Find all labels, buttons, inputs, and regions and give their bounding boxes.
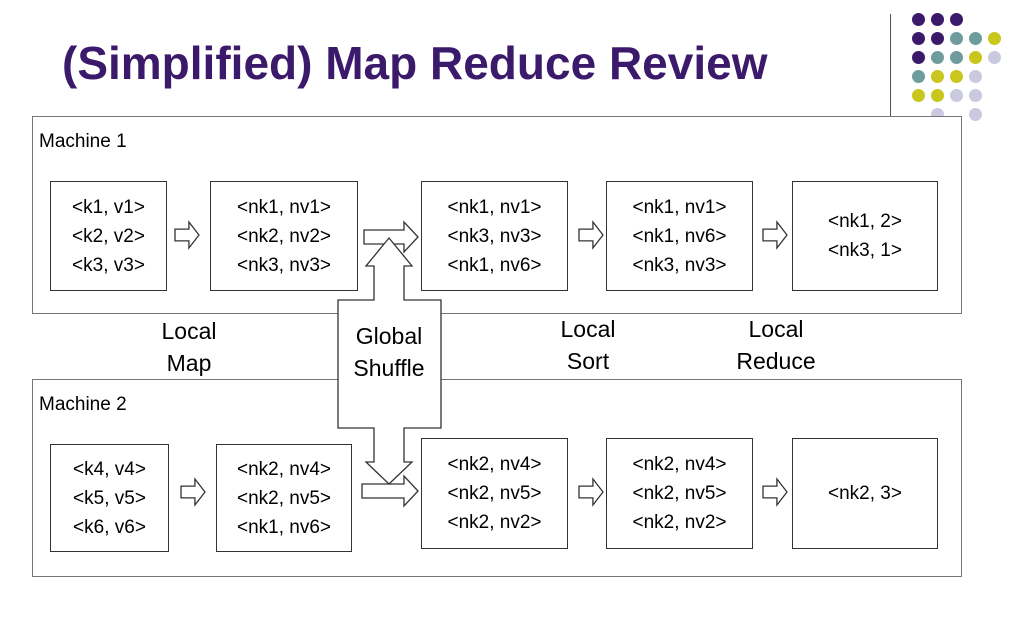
dot-teal: [912, 70, 925, 83]
kv-pair: <nk2, nv5>: [236, 487, 332, 509]
arrow-right-icon: [762, 220, 788, 250]
dot-teal: [950, 32, 963, 45]
global-shuffle-arrow-icon: [337, 236, 442, 485]
kv-pair: <nk3, nv3>: [447, 225, 542, 247]
machine-2-stage-2-box: <nk2, nv4> <nk2, nv5> <nk1, nv6>: [216, 444, 352, 552]
kv-pair: <nk1, nv6>: [236, 516, 332, 538]
kv-pair: <nk2, nv2>: [236, 225, 332, 247]
kv-pair: <nk1, nv6>: [447, 254, 542, 276]
dot-yellow: [969, 51, 982, 64]
label-line: Map: [166, 350, 212, 376]
kv-pair: <nk2, nv5>: [632, 483, 727, 504]
shuffle-arrow-machine-1-icon: [363, 220, 419, 254]
kv-pair: <nk3, nv3>: [236, 254, 332, 276]
dot-yellow: [912, 89, 925, 102]
arrow-right-icon: [762, 477, 788, 507]
machine-2-stage-4-box: <nk2, nv4> <nk2, nv5> <nk2, nv2>: [606, 438, 753, 549]
machine-1-stage-1-box: <k1, v1> <k2, v2> <k3, v3>: [50, 181, 167, 291]
kv-pair: <nk2, nv2>: [632, 512, 727, 533]
label-line: Reduce: [736, 348, 816, 374]
kv-pair: <nk1, 2>: [828, 211, 902, 232]
dot-yellow: [931, 89, 944, 102]
label-line: Sort: [566, 348, 610, 374]
dot-lavender: [969, 89, 982, 102]
machine-2-stage-3-box: <nk2, nv4> <nk2, nv5> <nk2, nv2>: [421, 438, 568, 549]
label-line: Local: [748, 316, 804, 342]
dot-yellow: [950, 70, 963, 83]
kv-pair: <k3, v3>: [72, 254, 145, 276]
dot-lavender: [988, 51, 1001, 64]
kv-pair: <nk2, nv5>: [447, 483, 542, 504]
machine-1-stage-5-box: <nk1, 2> <nk3, 1>: [792, 181, 938, 291]
kv-pair: <k5, v5>: [73, 487, 146, 509]
machine-1-stage-4-box: <nk1, nv1> <nk1, nv6> <nk3, nv3>: [606, 181, 753, 291]
dot-purple: [912, 32, 925, 45]
label-line: Local: [161, 318, 217, 344]
machine-1-stage-3-box: <nk1, nv1> <nk3, nv3> <nk1, nv6>: [421, 181, 568, 291]
kv-pair: <nk2, nv2>: [447, 512, 542, 533]
dot-teal: [950, 51, 963, 64]
dot-yellow: [988, 32, 1001, 45]
label-line: Global: [355, 323, 423, 349]
kv-pair: <nk3, nv3>: [632, 254, 727, 276]
dot-lavender: [969, 70, 982, 83]
dot-purple: [931, 32, 944, 45]
kv-pair: <nk2, nv4>: [632, 454, 727, 475]
machine-2-label: Machine 2: [39, 394, 127, 415]
dot-teal: [969, 32, 982, 45]
kv-pair: <nk2, 3>: [828, 483, 902, 504]
dot-purple: [950, 13, 963, 26]
arrow-right-icon: [180, 477, 206, 507]
dot-lavender: [950, 89, 963, 102]
kv-pair: <k1, v1>: [72, 196, 145, 218]
dot-purple: [931, 13, 944, 26]
dot-purple: [912, 13, 925, 26]
kv-pair: <nk1, nv6>: [632, 225, 727, 247]
dot-teal: [931, 51, 944, 64]
dot-purple: [912, 51, 925, 64]
kv-pair: <nk1, nv1>: [236, 196, 332, 218]
divider-line: [890, 14, 891, 156]
machine-2-stage-5-box: <nk2, 3>: [792, 438, 938, 549]
label-line: Local: [560, 316, 616, 342]
kv-pair: <nk3, 1>: [828, 240, 902, 261]
kv-pair: <k2, v2>: [72, 225, 145, 247]
kv-pair: <nk1, nv1>: [632, 196, 727, 218]
kv-pair: <k4, v4>: [73, 458, 146, 480]
dot-lavender: [969, 108, 982, 121]
dot-yellow: [931, 70, 944, 83]
kv-pair: <nk2, nv4>: [447, 454, 542, 475]
kv-pair: <nk2, nv4>: [236, 458, 332, 480]
arrow-right-icon: [578, 220, 604, 250]
label-line: Shuffle: [353, 355, 425, 381]
shuffle-arrow-machine-2-icon: [361, 474, 419, 508]
arrow-right-icon: [578, 477, 604, 507]
kv-pair: <k6, v6>: [73, 516, 146, 538]
page-title: (Simplified) Map Reduce Review: [62, 37, 768, 89]
arrow-right-icon: [174, 220, 200, 250]
machine-1-stage-2-box: <nk1, nv1> <nk2, nv2> <nk3, nv3>: [210, 181, 358, 291]
machine-2-stage-1-box: <k4, v4> <k5, v5> <k6, v6>: [50, 444, 169, 552]
machine-1-label: Machine 1: [39, 131, 127, 152]
kv-pair: <nk1, nv1>: [447, 196, 542, 218]
